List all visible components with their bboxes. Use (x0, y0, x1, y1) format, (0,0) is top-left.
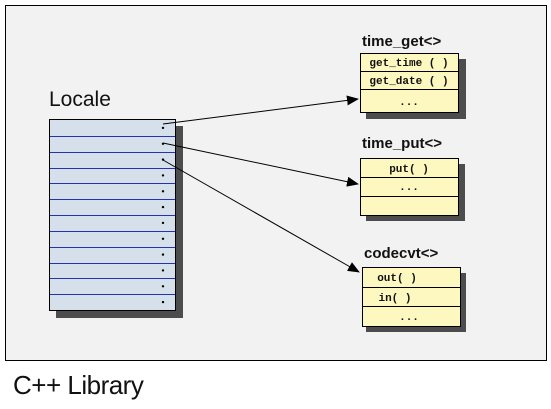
arrow-to-time-put (162, 142, 359, 187)
arrow-to-time-get (162, 95, 359, 125)
facet-box-time-put (360, 158, 459, 216)
facet-row-get-time: get_time ( ) (369, 58, 448, 70)
locale-slot-pointer-dot (161, 237, 165, 240)
facet-row-ellipsis-time-get: ... (399, 97, 419, 109)
facet-row-put: put( ) (389, 164, 429, 176)
facet-row-ellipsis-time-put: ... (399, 182, 419, 194)
caption: C++ Library (13, 370, 144, 400)
facet-time-put: time_put<> put( ) ... (360, 135, 465, 221)
pointer-arrows (162, 95, 360, 273)
locale-slot-pointer-dot (161, 205, 165, 209)
facet-title-time-get: time_get<> (362, 33, 441, 50)
facet-row-out: out( ) (377, 273, 417, 285)
locale-slot-pointer-dot (161, 300, 165, 304)
facet-box-time-get (360, 53, 459, 113)
facet-title-time-put: time_put<> (362, 135, 442, 152)
locale-slot-pointer-dot (161, 221, 165, 225)
facet-codecvt: codecvt<> out( ) in( ) ... (362, 245, 466, 332)
facet-row-in: in( ) (378, 293, 411, 305)
locale-title: Locale (49, 88, 111, 111)
locale-slot-pointer-dot (161, 253, 165, 256)
locale-slots (50, 126, 175, 304)
facet-time-get: time_get<> get_time ( ) get_date ( ) ... (360, 33, 466, 119)
facet-box-codecvt (362, 267, 461, 327)
locale-slot-pointer-dot (161, 174, 165, 177)
locale-slot-pointer-dot (161, 285, 165, 288)
locale-slot-pointer-dot (161, 126, 165, 130)
locale-slot-pointer-dot (161, 269, 165, 272)
arrow-to-codecvt (162, 159, 360, 273)
facet-title-codecvt: codecvt<> (364, 245, 438, 262)
facet-row-get-date: get_date ( ) (369, 76, 448, 88)
locale-slot-pointer-dot (161, 190, 165, 193)
facet-row-ellipsis-codecvt: ... (399, 312, 419, 324)
locale-block: Locale (49, 88, 183, 318)
